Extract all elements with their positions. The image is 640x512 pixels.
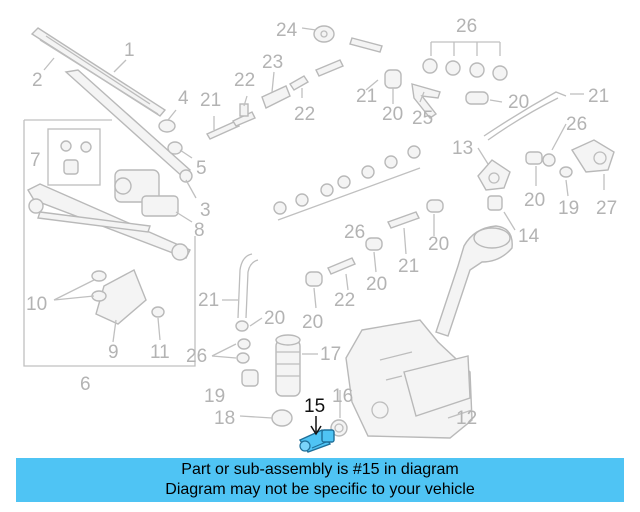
banner-line-2: Diagram may not be specific to your vehi…	[165, 481, 475, 498]
callout-7: 7	[30, 150, 41, 171]
callout-12: 12	[456, 408, 477, 429]
info-banner: Part or sub-assembly is #15 in diagram D…	[16, 458, 624, 502]
callout-19b: 19	[558, 198, 579, 219]
callout-11: 11	[150, 342, 170, 363]
callout-22b: 22	[294, 104, 315, 125]
callout-14: 14	[518, 226, 540, 247]
callout-22c: 22	[334, 290, 355, 311]
callout-6: 6	[80, 374, 91, 395]
wiper-arm-part	[64, 69, 193, 183]
callout-1: 1	[124, 40, 135, 61]
tee-connector-part	[349, 37, 383, 53]
callout-21c: 21	[588, 86, 609, 107]
callout-3: 3	[200, 200, 211, 221]
callout-26d: 26	[186, 346, 207, 367]
tube-fittings-center	[305, 199, 444, 287]
small-fitting-19	[559, 166, 573, 178]
callout-24: 24	[276, 20, 298, 41]
callout-16: 16	[332, 386, 353, 407]
callout-20g: 20	[264, 308, 285, 329]
check-valve-part	[525, 151, 556, 167]
wiper-motor-part	[114, 169, 179, 217]
leader-lines	[43, 27, 605, 436]
banner-line-1: Part or sub-assembly is #15 in diagram	[181, 461, 459, 478]
lower-hose-part	[237, 253, 259, 319]
callout-4: 4	[178, 88, 189, 109]
callout-17: 17	[320, 344, 341, 365]
callout-21e: 21	[198, 290, 219, 311]
tee-part	[411, 83, 441, 119]
wiper-blade-part	[30, 27, 167, 117]
spray-nozzle-part	[570, 139, 615, 173]
callout-20c: 20	[524, 190, 545, 211]
callout-25: 25	[412, 108, 433, 129]
bolt-part	[205, 120, 241, 140]
hose-fitting-part	[261, 75, 309, 109]
callout-10: 10	[26, 294, 47, 315]
callout-20b: 20	[508, 92, 529, 113]
grommet-18-part	[271, 409, 293, 427]
lower-fittings	[211, 320, 259, 387]
spring-hose-part	[315, 59, 344, 77]
cap-part	[158, 119, 176, 133]
callout-20a: 20	[382, 104, 403, 125]
callout-19a: 19	[204, 386, 225, 407]
wiper-linkage-part	[27, 183, 191, 261]
exploded-parts-diagram: 1 2 3 4 5 6 7 8 9 10 11 12 13 14 15 16 1…	[23, 16, 617, 453]
callout-26b: 26	[566, 114, 587, 135]
callout-2: 2	[32, 70, 43, 91]
sleeve-part	[384, 69, 402, 89]
filler-neck-part	[435, 225, 513, 337]
washer-reservoir-part	[345, 319, 473, 439]
callout-22a: 22	[234, 70, 255, 91]
callout-20d: 20	[428, 234, 449, 255]
clip-set-middle	[273, 145, 421, 221]
bracket-part	[95, 269, 147, 325]
callout-9: 9	[108, 342, 119, 363]
callout-15: 15	[304, 396, 325, 417]
sleeve-right-part	[465, 91, 489, 105]
nut-part	[167, 141, 183, 155]
cap-top-part	[313, 25, 335, 43]
callout-27: 27	[596, 198, 617, 219]
callout-5: 5	[196, 158, 207, 179]
connector-part	[232, 103, 256, 127]
callout-20f: 20	[302, 312, 323, 333]
bolt-kit-part	[60, 140, 92, 175]
long-hose-part	[483, 91, 567, 141]
callout-21d: 21	[398, 256, 419, 277]
callout-21a: 21	[200, 90, 221, 111]
washer-pump-17-part	[275, 334, 301, 397]
callout-23: 23	[262, 52, 283, 73]
callout-20e: 20	[366, 274, 387, 295]
callout-26c: 26	[344, 222, 365, 243]
washer-pump-highlighted-part[interactable]	[298, 429, 335, 453]
filler-cap-part	[487, 195, 503, 211]
clip-set-top	[422, 41, 508, 81]
bracket-13-part	[477, 159, 511, 191]
callout-26a: 26	[456, 16, 477, 37]
callout-13: 13	[452, 138, 473, 159]
callout-21b: 21	[356, 86, 377, 107]
bushing-parts	[91, 270, 107, 302]
callout-18: 18	[214, 408, 235, 429]
grommet-part	[151, 306, 165, 318]
linkage-group-box	[23, 119, 196, 367]
callout-8: 8	[194, 220, 205, 241]
seal-16-part	[330, 419, 348, 437]
